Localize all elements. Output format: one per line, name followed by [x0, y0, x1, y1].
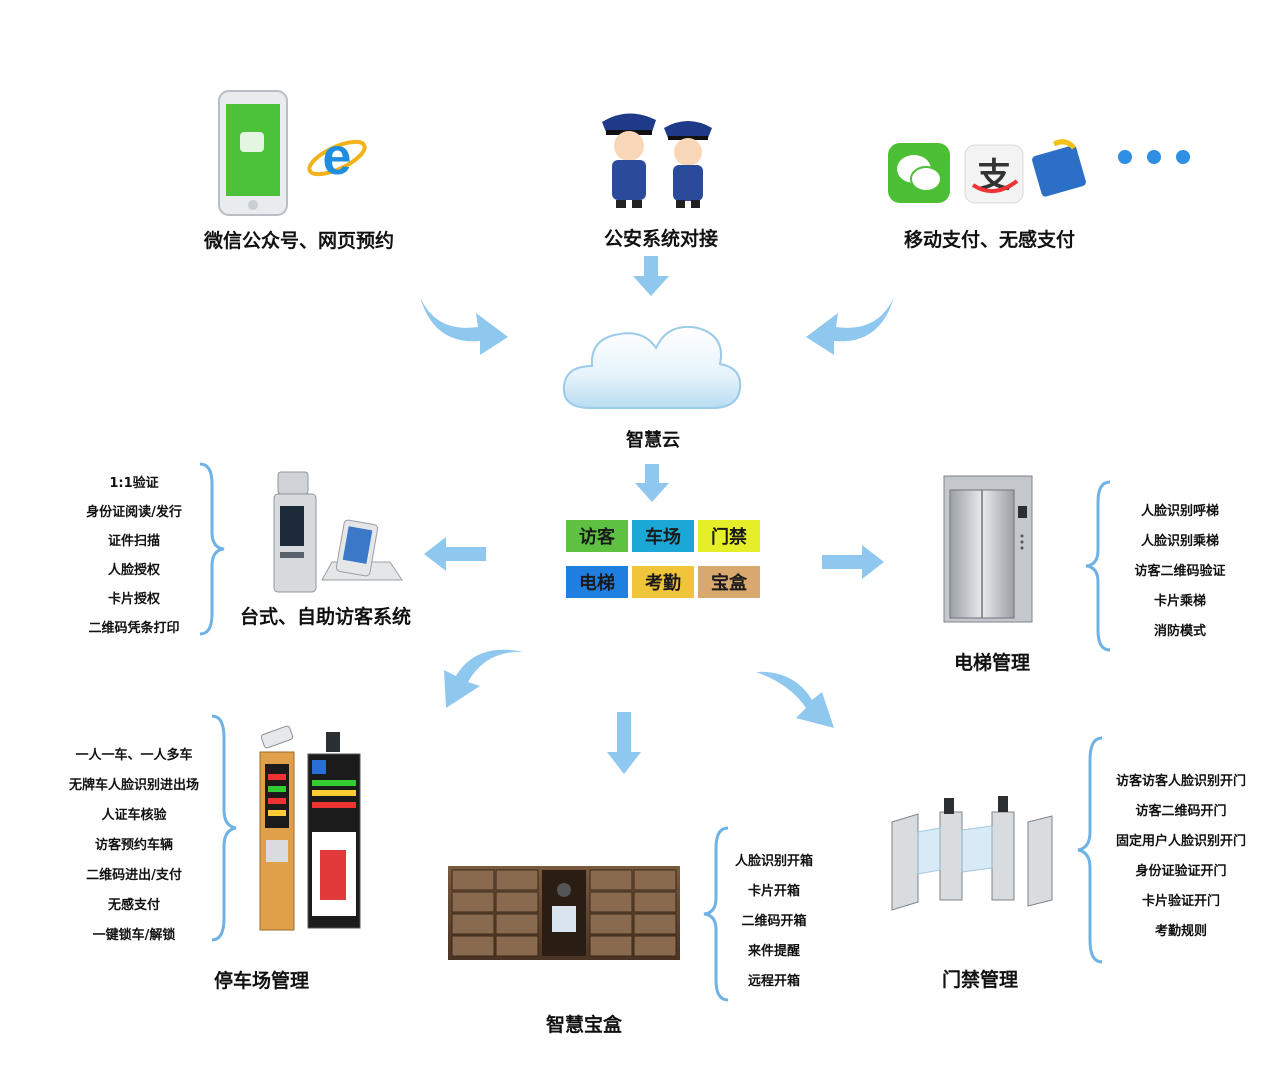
smart-locker-icon [448, 866, 680, 960]
arrow-down-icon [633, 256, 669, 296]
left-brace [1077, 736, 1103, 964]
visitor-system-label: 台式、自助访客系统 [240, 606, 412, 628]
smartbox-feature-item: 远程开箱 [747, 974, 800, 989]
parking-feature-item: 一键锁车/解锁 [92, 928, 176, 943]
access-feature-item: 访客访客人脸识别开门 [1115, 774, 1246, 789]
visitor-feature-item: 卡片授权 [107, 592, 160, 607]
police-officers-icon [602, 113, 712, 208]
wechat-icon [888, 143, 950, 203]
turnstile-gate-icon [891, 796, 1053, 911]
elevator-feature-item: 人脸识别呼梯 [1140, 504, 1219, 519]
elevator-feature-item: 卡片乘梯 [1153, 594, 1206, 609]
smartbox-feature-item: 来件提醒 [747, 944, 800, 959]
booking-label: 微信公众号、网页预约 [204, 230, 395, 252]
module-tile-smartbox: 宝盒 [698, 566, 760, 598]
smartbox-feature-item: 二维码开箱 [741, 914, 807, 929]
right-brace [199, 462, 225, 636]
phone-icon [218, 90, 288, 216]
elevator-feature-item: 消防模式 [1153, 624, 1206, 639]
parking-feature-item: 无牌车人脸识别进出场 [68, 778, 199, 793]
parking-label: 停车场管理 [214, 970, 310, 992]
cloud-label: 智慧云 [626, 430, 680, 451]
visitor-feature-item: 证件扫描 [107, 534, 160, 549]
browser-icon: e [307, 128, 367, 186]
visitor-feature-item: 二维码凭条打印 [88, 621, 180, 636]
module-tile-parking: 车场 [632, 520, 694, 552]
arrow-down-icon [607, 712, 641, 774]
left-brace [1085, 480, 1111, 652]
module-tile-elevator: 电梯 [566, 566, 628, 598]
parking-display-icon [307, 732, 361, 929]
parking-pillar-icon [259, 725, 295, 931]
more-dots-icon [1118, 150, 1190, 164]
elevator-icon [943, 475, 1033, 623]
arrow-right-icon [822, 545, 884, 579]
desktop-terminal-icon [321, 519, 403, 581]
access-feature-item: 考勤规则 [1154, 924, 1207, 939]
curved-arrow-icon [444, 649, 524, 708]
cloud-icon [562, 326, 742, 409]
arrow-left-icon [424, 537, 486, 571]
police-label: 公安系统对接 [604, 228, 719, 250]
visitor-feature-item: 人脸授权 [107, 563, 160, 578]
svg-text:e: e [323, 128, 352, 186]
wallet-icon [1032, 139, 1086, 197]
visitor-kiosk-icon [273, 471, 317, 593]
parking-feature-item: 人证车核验 [101, 808, 167, 823]
visitor-feature-item: 身份证阅读/发行 [86, 505, 182, 520]
alipay-icon: 支 [964, 144, 1024, 204]
elevator-label: 电梯管理 [954, 652, 1031, 674]
parking-feature-item: 二维码进出/支付 [86, 868, 182, 883]
curved-arrow-icon [806, 297, 894, 355]
right-brace [211, 714, 237, 942]
smartbox-feature-item: 人脸识别开箱 [734, 854, 813, 869]
module-tile-attendance: 考勤 [632, 566, 694, 598]
access-feature-item: 固定用户人脸识别开门 [1115, 834, 1246, 849]
module-tile-visitor: 访客 [566, 520, 628, 552]
elevator-feature-item: 人脸识别乘梯 [1140, 534, 1219, 549]
left-brace [703, 826, 729, 1002]
smartbox-label: 智慧宝盒 [546, 1014, 623, 1036]
access-feature-item: 身份证验证开门 [1135, 864, 1227, 879]
parking-feature-item: 一人一车、一人多车 [75, 748, 193, 763]
elevator-feature-item: 访客二维码验证 [1134, 564, 1226, 579]
access-feature-item: 卡片验证开门 [1141, 894, 1220, 909]
curved-arrow-icon [756, 671, 834, 728]
access-feature-item: 访客二维码开门 [1135, 804, 1227, 819]
parking-feature-item: 无感支付 [107, 898, 160, 913]
smartbox-feature-item: 卡片开箱 [747, 884, 800, 899]
payment-label: 移动支付、无感支付 [904, 229, 1076, 251]
arrow-down-icon [635, 464, 669, 502]
curved-arrow-icon [420, 297, 508, 355]
access-label: 门禁管理 [942, 969, 1019, 991]
parking-feature-item: 访客预约车辆 [94, 838, 173, 853]
visitor-feature-item: 1:1验证 [109, 476, 159, 491]
module-tile-access: 门禁 [698, 520, 760, 552]
